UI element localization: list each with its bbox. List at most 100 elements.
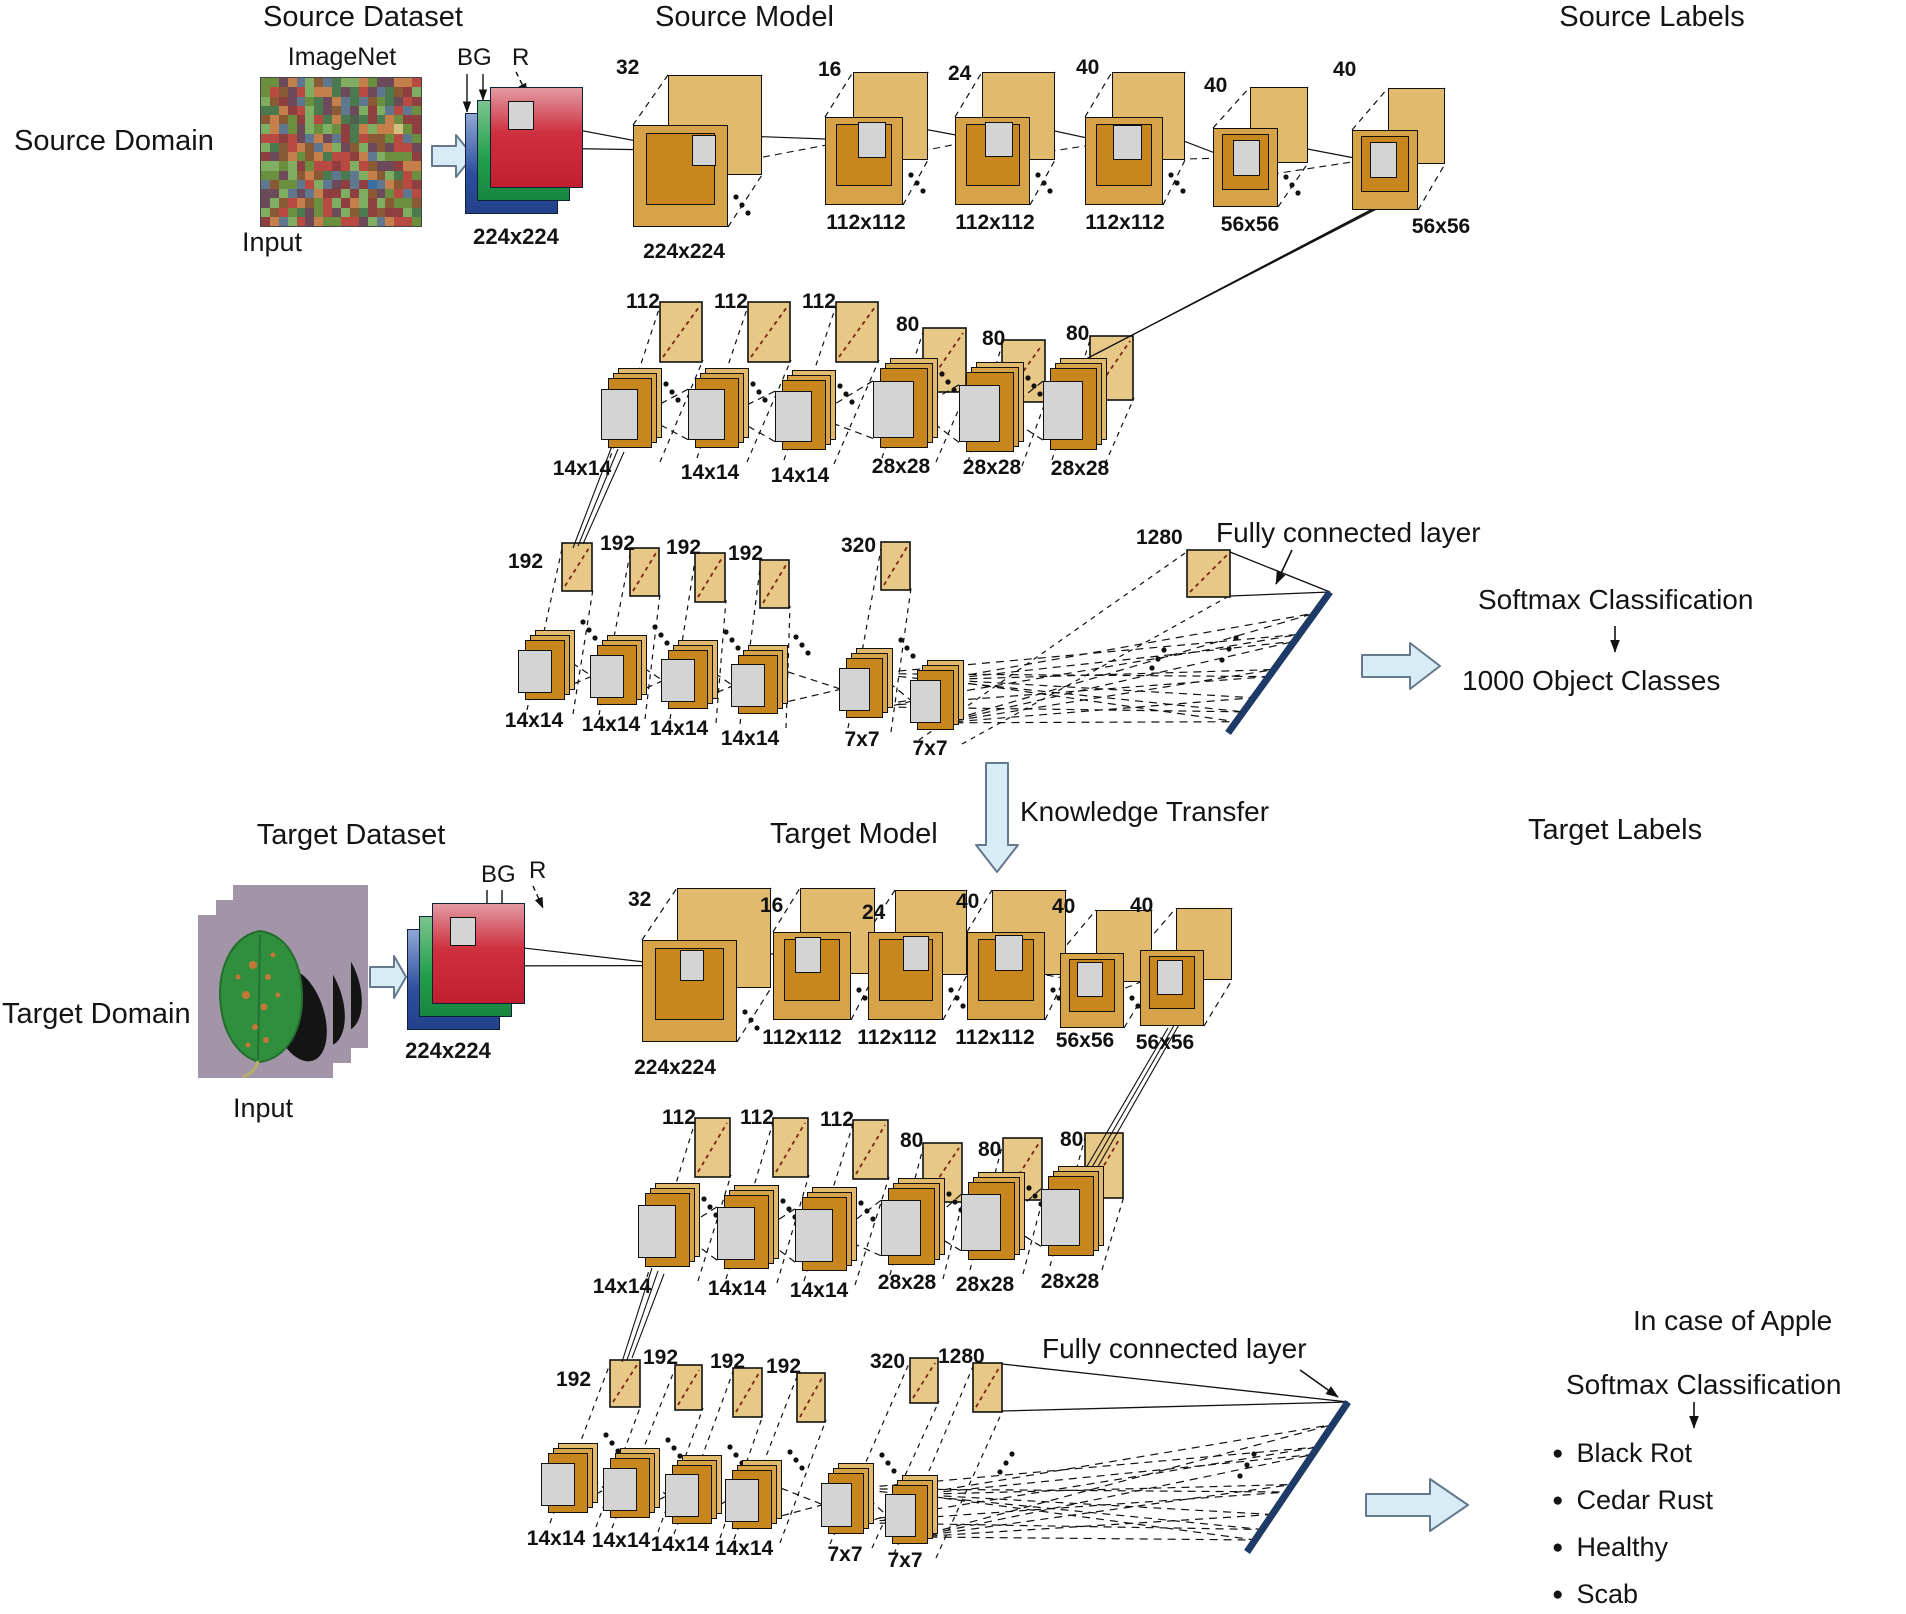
bullet-icon: ● <box>1552 1490 1564 1511</box>
collage-cell <box>385 170 395 180</box>
target-input-flow-arrow <box>369 955 407 999</box>
collage-cell <box>367 170 377 180</box>
collage-cell <box>278 142 288 152</box>
collage-cell <box>376 96 386 106</box>
connector-line <box>632 74 669 126</box>
ellipsis-dots <box>675 397 681 403</box>
stage-connector <box>631 1273 665 1359</box>
target-domain-label: Target Domain <box>2 998 191 1030</box>
collage-cell <box>269 96 279 106</box>
collage-cell <box>376 142 386 152</box>
feature-map-ghost <box>694 1117 731 1178</box>
collage-cell <box>278 207 288 217</box>
collage-cell <box>341 216 350 226</box>
feature-size-label: 112x112 <box>955 1026 1035 1049</box>
collage-cell <box>358 115 368 125</box>
ghost-diagonal <box>677 1369 700 1406</box>
collage-cell <box>412 87 421 97</box>
collage-cell <box>358 124 368 134</box>
collage-cell <box>349 161 359 171</box>
collage-cell <box>394 133 404 143</box>
collage-cell <box>332 96 341 106</box>
target-class-label: Scab <box>1576 1579 1639 1609</box>
feature-size-label: 112x112 <box>762 1026 842 1049</box>
collage-cell <box>412 78 421 88</box>
connector-line <box>941 679 1237 723</box>
collage-cell <box>367 207 377 217</box>
collage-cell <box>332 161 341 171</box>
ellipsis-dots <box>658 632 664 638</box>
connector-line <box>549 1360 612 1524</box>
ellipsis-dots <box>762 397 768 403</box>
collage-cell <box>394 170 404 180</box>
connector-line <box>935 389 968 463</box>
ellipsis-dots <box>945 379 951 385</box>
collage-cell <box>332 207 341 217</box>
feature-size-label: 14x14 <box>714 1537 774 1560</box>
connector-line <box>915 1483 1293 1538</box>
cluster-kernel <box>821 1482 852 1527</box>
collage-cell <box>323 78 333 88</box>
collage-cell <box>296 152 306 162</box>
collage-cell <box>385 105 395 115</box>
collage-cell <box>341 133 350 143</box>
feature-size-label: 7x7 <box>827 1543 863 1566</box>
feature-size-label: 14x14 <box>707 1277 767 1300</box>
target-apple-note: In case of Apple <box>1633 1305 1833 1336</box>
collage-cell <box>287 179 297 189</box>
collage-cell <box>376 105 386 115</box>
connector-line <box>871 1400 940 1549</box>
ellipsis-dots <box>997 1469 1003 1475</box>
collage-cell <box>278 96 288 106</box>
target-class-item: ●Black Rot <box>1552 1438 1692 1469</box>
collage-cell <box>358 87 368 97</box>
stage-connector <box>1071 1027 1169 1193</box>
connector-line <box>851 1488 1263 1531</box>
feature-size-label: 112x112 <box>1085 211 1165 234</box>
cluster-kernel <box>795 1208 834 1263</box>
channel-count-label: 192 <box>766 1355 802 1378</box>
collage-cell <box>287 87 297 97</box>
collage-cell <box>385 124 395 134</box>
collage-cell <box>341 115 350 125</box>
collage-cell <box>269 142 279 152</box>
source-softmax-label: Softmax Classification <box>1478 584 1754 615</box>
collage-cell <box>314 216 324 226</box>
cluster-kernel <box>518 649 552 693</box>
ellipsis-dots <box>879 1452 885 1458</box>
connector-line <box>941 679 1254 699</box>
channel-count-label: 40 <box>1204 74 1228 97</box>
collage-cell <box>394 105 404 115</box>
ellipsis-dots <box>664 640 670 646</box>
collage-cell <box>278 78 288 88</box>
feature-size-label: 14x14 <box>649 717 709 740</box>
collage-cell <box>287 170 297 180</box>
feature-size-label: 14x14 <box>592 1275 652 1298</box>
collage-cell <box>278 189 288 199</box>
collage-cell <box>269 198 279 208</box>
channel-count-label: 192 <box>643 1346 679 1369</box>
collage-cell <box>278 170 288 180</box>
connector-line <box>776 1174 810 1284</box>
feature-size-label: 14x14 <box>526 1527 586 1550</box>
collage-cell <box>305 179 315 189</box>
collage-cell <box>296 161 306 171</box>
connector-line <box>739 560 762 725</box>
collage-cell <box>278 133 288 143</box>
collage-cell <box>412 161 421 171</box>
collage-cell <box>323 142 333 152</box>
collage-cell <box>412 179 421 189</box>
target-dataset-title: Target Dataset <box>256 819 446 851</box>
collage-cell <box>287 133 297 143</box>
feature-size-label: 14x14 <box>552 457 612 480</box>
collage-cell <box>296 87 306 97</box>
collage-cell <box>287 198 297 208</box>
collage-cell <box>341 170 350 180</box>
feature-map-ghost <box>772 1117 809 1178</box>
collage-cell <box>314 170 324 180</box>
collage-cell <box>278 161 288 171</box>
ghost-diagonal <box>662 306 700 358</box>
source-input-label: Input <box>241 227 303 257</box>
ellipsis-dots <box>856 987 862 993</box>
collage-cell <box>341 142 350 152</box>
